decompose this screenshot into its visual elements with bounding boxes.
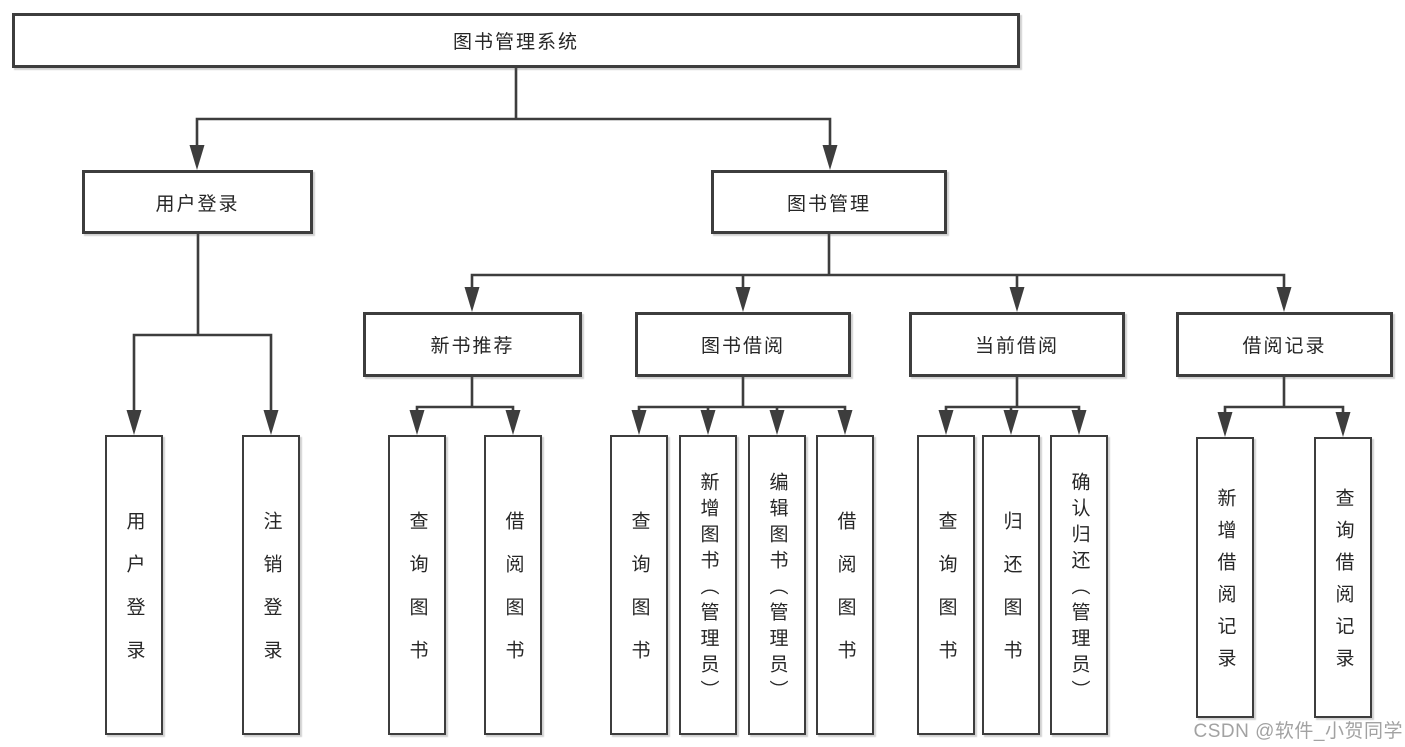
leaf-query-record: 查询借阅记录	[1314, 437, 1372, 718]
leaf-edit-book-label: 编辑图书（管理员）	[766, 471, 788, 706]
leaf-query-book-2-label: 查询图书	[628, 511, 650, 683]
leaf-query-record-label: 查询借阅记录	[1332, 488, 1354, 680]
leaf-user-login: 用户登录	[105, 435, 163, 735]
leaf-query-book-1: 查询图书	[388, 435, 446, 735]
node-book-borrow-label: 图书借阅	[700, 336, 785, 357]
leaf-confirm-return-label: 确认归还（管理员）	[1068, 471, 1090, 706]
leaf-query-book-3-label: 查询图书	[935, 511, 957, 683]
node-book-borrow: 图书借阅	[635, 312, 851, 377]
node-borrow-record-label: 借阅记录	[1242, 336, 1327, 357]
leaf-return-book-label: 归还图书	[1000, 511, 1022, 683]
leaf-add-book: 新增图书（管理员）	[679, 435, 737, 735]
node-user-login: 用户登录	[82, 170, 313, 234]
node-book-mgmt-label: 图书管理	[786, 193, 871, 215]
arrowhead-icons	[126, 145, 1351, 437]
leaf-confirm-return: 确认归还（管理员）	[1050, 435, 1108, 735]
leaf-add-record: 新增借阅记录	[1196, 437, 1254, 718]
leaf-borrow-book-1-label: 借阅图书	[502, 511, 524, 683]
node-new-book-rec-label: 新书推荐	[430, 336, 515, 357]
leaf-query-book-2: 查询图书	[610, 435, 668, 735]
leaf-return-book: 归还图书	[982, 435, 1040, 735]
node-root: 图书管理系统	[12, 13, 1020, 68]
leaf-query-book-3: 查询图书	[917, 435, 975, 735]
leaf-query-book-1-label: 查询图书	[406, 511, 428, 683]
node-user-login-label: 用户登录	[155, 193, 240, 215]
node-current-borrow-label: 当前借阅	[974, 336, 1059, 357]
watermark: CSDN @软件_小贺同学	[1193, 721, 1403, 742]
leaf-user-login-label: 用户登录	[123, 511, 145, 683]
node-current-borrow: 当前借阅	[909, 312, 1125, 377]
node-root-label: 图书管理系统	[452, 32, 579, 53]
leaf-borrow-book-2: 借阅图书	[816, 435, 874, 735]
node-borrow-record: 借阅记录	[1176, 312, 1393, 377]
leaf-logout: 注销登录	[242, 435, 300, 735]
leaf-borrow-book-1: 借阅图书	[484, 435, 542, 735]
leaf-edit-book: 编辑图书（管理员）	[748, 435, 806, 735]
leaf-add-record-label: 新增借阅记录	[1214, 488, 1236, 680]
leaf-borrow-book-2-label: 借阅图书	[834, 511, 856, 683]
leaf-add-book-label: 新增图书（管理员）	[697, 471, 719, 706]
node-book-mgmt: 图书管理	[711, 170, 947, 234]
node-new-book-rec: 新书推荐	[363, 312, 582, 377]
leaf-logout-label: 注销登录	[260, 511, 282, 683]
